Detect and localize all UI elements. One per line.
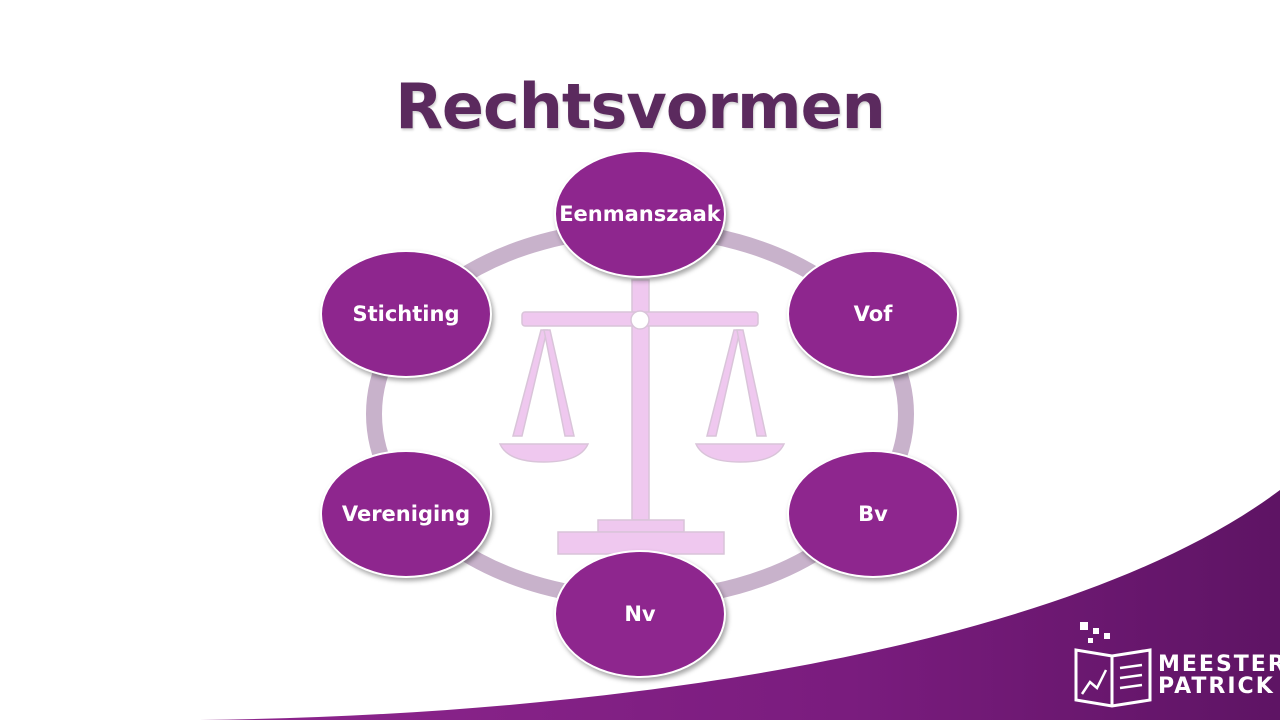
node-vof: Vof <box>787 250 959 378</box>
node-vereniging: Vereniging <box>320 450 492 578</box>
node-stichting: Stichting <box>320 250 492 378</box>
node-nv: Nv <box>554 550 726 678</box>
node-label: Bv <box>858 502 888 526</box>
corner-swoosh <box>200 490 1280 720</box>
node-label: Nv <box>624 602 656 626</box>
node-label: Vof <box>853 302 893 326</box>
node-eenmanszaak: Eenmanszaak <box>554 150 726 278</box>
slide-title: Rechtsvormen <box>395 70 886 143</box>
node-label: Stichting <box>352 302 460 326</box>
logo-text-line2: PATRICK <box>1158 674 1275 699</box>
balance-scale-icon <box>498 279 786 555</box>
node-label: Eenmanszaak <box>559 202 721 226</box>
node-bv: Bv <box>787 450 959 578</box>
logo-text-line1: MEESTER <box>1158 652 1280 677</box>
book-chart-icon <box>1074 622 1152 708</box>
node-label: Vereniging <box>341 502 471 526</box>
